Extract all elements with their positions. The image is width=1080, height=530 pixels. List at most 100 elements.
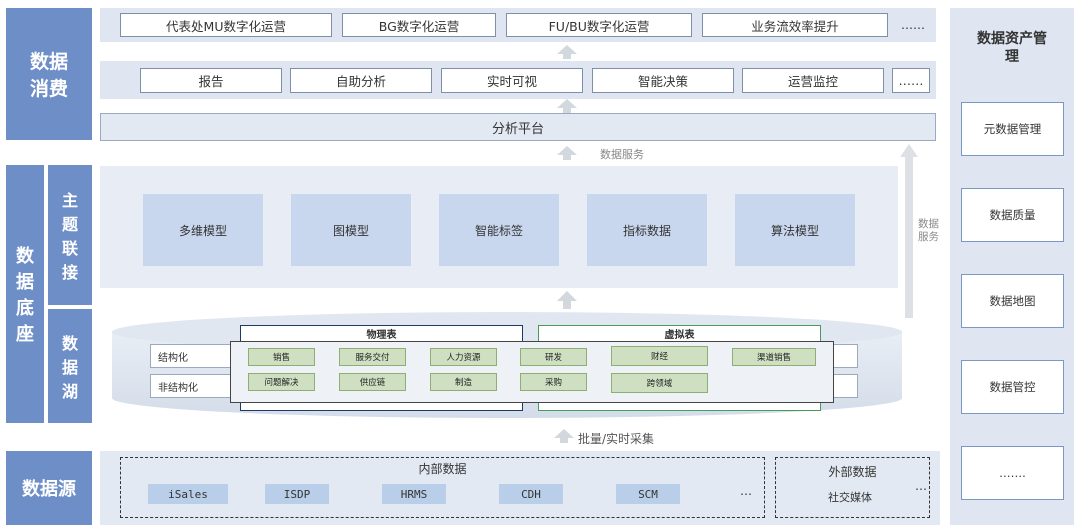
internal-data-title: 内部数据 [418,462,467,476]
top-box-label: FU/BU数字化运营 [548,18,650,34]
up-arrow-icon [554,429,574,443]
chip-service-delivery: 服务交付 [339,348,406,366]
source-isdp: ISDP [265,484,329,504]
foundation-band: 数据底座 [6,165,44,423]
model-label: 多维模型 [178,223,227,238]
chip-label: 人力资源 [446,353,481,363]
physical-table-title: 物理表 [366,329,397,341]
asset-management-title: 数据资产管理 [977,31,1047,65]
external-data-group [775,457,930,518]
app-box-label: 运营监控 [787,74,838,89]
internal-more: … [740,484,752,498]
chip-label: 供应链 [359,378,386,388]
more-label: …… [898,73,924,88]
right-item-label: 数据地图 [989,294,1036,308]
data-quality: 数据质量 [961,188,1064,242]
external-data-title: 外部数据 [828,465,877,479]
app-box-more: …… [892,68,930,93]
model-graph: 图模型 [291,194,411,266]
up-arrow-icon [557,99,577,113]
app-box-monitor: 运营监控 [742,68,884,93]
unstructured-label: 非结构化 [158,383,198,394]
external-social-media: 社交媒体 [828,491,872,504]
top-box-fubu: FU/BU数字化运营 [506,13,692,37]
up-arrow-icon [557,45,577,59]
model-label: 图模型 [332,223,369,238]
top-box-efficiency: 业务流效率提升 [702,13,888,37]
data-map: 数据地图 [961,274,1064,328]
source-isales: iSales [148,484,228,504]
chip-manufacturing: 制造 [430,373,497,391]
chip-procurement: 采购 [520,373,587,391]
collect-label: 批量/实时采集 [578,432,655,446]
model-metrics: 指标数据 [587,194,707,266]
app-box-label: 报告 [198,74,224,89]
top-box-mu: 代表处MU数字化运营 [120,13,332,37]
source-label: iSales [168,487,208,501]
chip-sales: 销售 [248,348,315,366]
app-box-report: 报告 [140,68,282,93]
source-label: ISDP [283,487,311,501]
metadata-management: 元数据管理 [961,102,1064,156]
chip-label: 采购 [544,378,562,388]
more-label: …… [901,18,925,32]
app-box-label: 自助分析 [335,74,386,89]
model-multidim: 多维模型 [143,194,263,266]
lake-label: 数据湖 [61,334,78,401]
top-box-label: BG数字化运营 [378,18,460,34]
source-band: 数据源 [6,451,92,525]
right-item-label: 数据质量 [989,208,1036,222]
platform-label: 分析平台 [491,121,544,137]
up-arrow-icon [557,291,577,309]
chip-supply-chain: 供应链 [339,373,406,391]
structured-label: 结构化 [158,353,188,364]
app-box-label: 实时可视 [486,74,537,89]
consumption-band: 数据消费 [6,8,92,140]
topic-band: 主题联接 [48,165,92,305]
chip-label: 研发 [544,353,562,363]
top-box-label: 代表处MU数字化运营 [166,18,286,34]
lake-band: 数据湖 [48,309,92,423]
source-scm: SCM [616,484,680,504]
model-label: 算法模型 [770,223,819,238]
source-label: 数据源 [22,479,76,500]
chip-label: 服务交付 [355,353,390,363]
right-item-label: 元数据管理 [983,122,1042,136]
top-box-label: 业务流效率提升 [751,18,839,34]
vertical-up-arrow-icon [900,144,918,318]
model-smart-tag: 智能标签 [439,194,559,266]
chip-label: 财经 [650,352,668,362]
consumption-label: 数据消费 [29,51,68,100]
chip-label: 问题解决 [264,378,299,388]
foundation-label: 数据底座 [16,246,34,345]
app-box-realtime: 实时可视 [441,68,583,93]
source-cdh: CDH [499,484,563,504]
top-box-bg: BG数字化运营 [342,13,496,37]
chip-finance: 财经 [611,346,708,366]
chip-problem-solving: 问题解决 [248,373,315,391]
data-governance: 数据管控 [961,360,1064,414]
source-hrms: HRMS [382,484,446,504]
up-arrow-icon [557,146,577,160]
chip-label: 跨领域 [646,379,673,389]
source-label: HRMS [400,487,428,501]
data-service-vertical-label: 数据服务 [918,218,939,243]
asset-management-column [950,8,1074,525]
right-item-label: 数据管控 [989,380,1036,394]
chip-label: 销售 [272,353,290,363]
app-box-self-analysis: 自助分析 [290,68,432,93]
top-box-more: …… [898,13,928,37]
chip-channel-sales: 渠道销售 [732,348,816,366]
chip-label: 渠道销售 [756,353,791,363]
internal-data-group [120,457,765,518]
app-box-label: 智能决策 [637,74,688,89]
right-more: ……. [961,446,1064,500]
analysis-platform: 分析平台 [100,113,936,141]
app-box-decision: 智能决策 [592,68,734,93]
model-label: 智能标签 [474,223,523,238]
data-service-label: 数据服务 [600,148,644,161]
right-item-label: ……. [999,466,1026,480]
source-label: CDH [521,487,541,501]
model-label: 指标数据 [622,223,671,238]
model-algorithm: 算法模型 [735,194,855,266]
